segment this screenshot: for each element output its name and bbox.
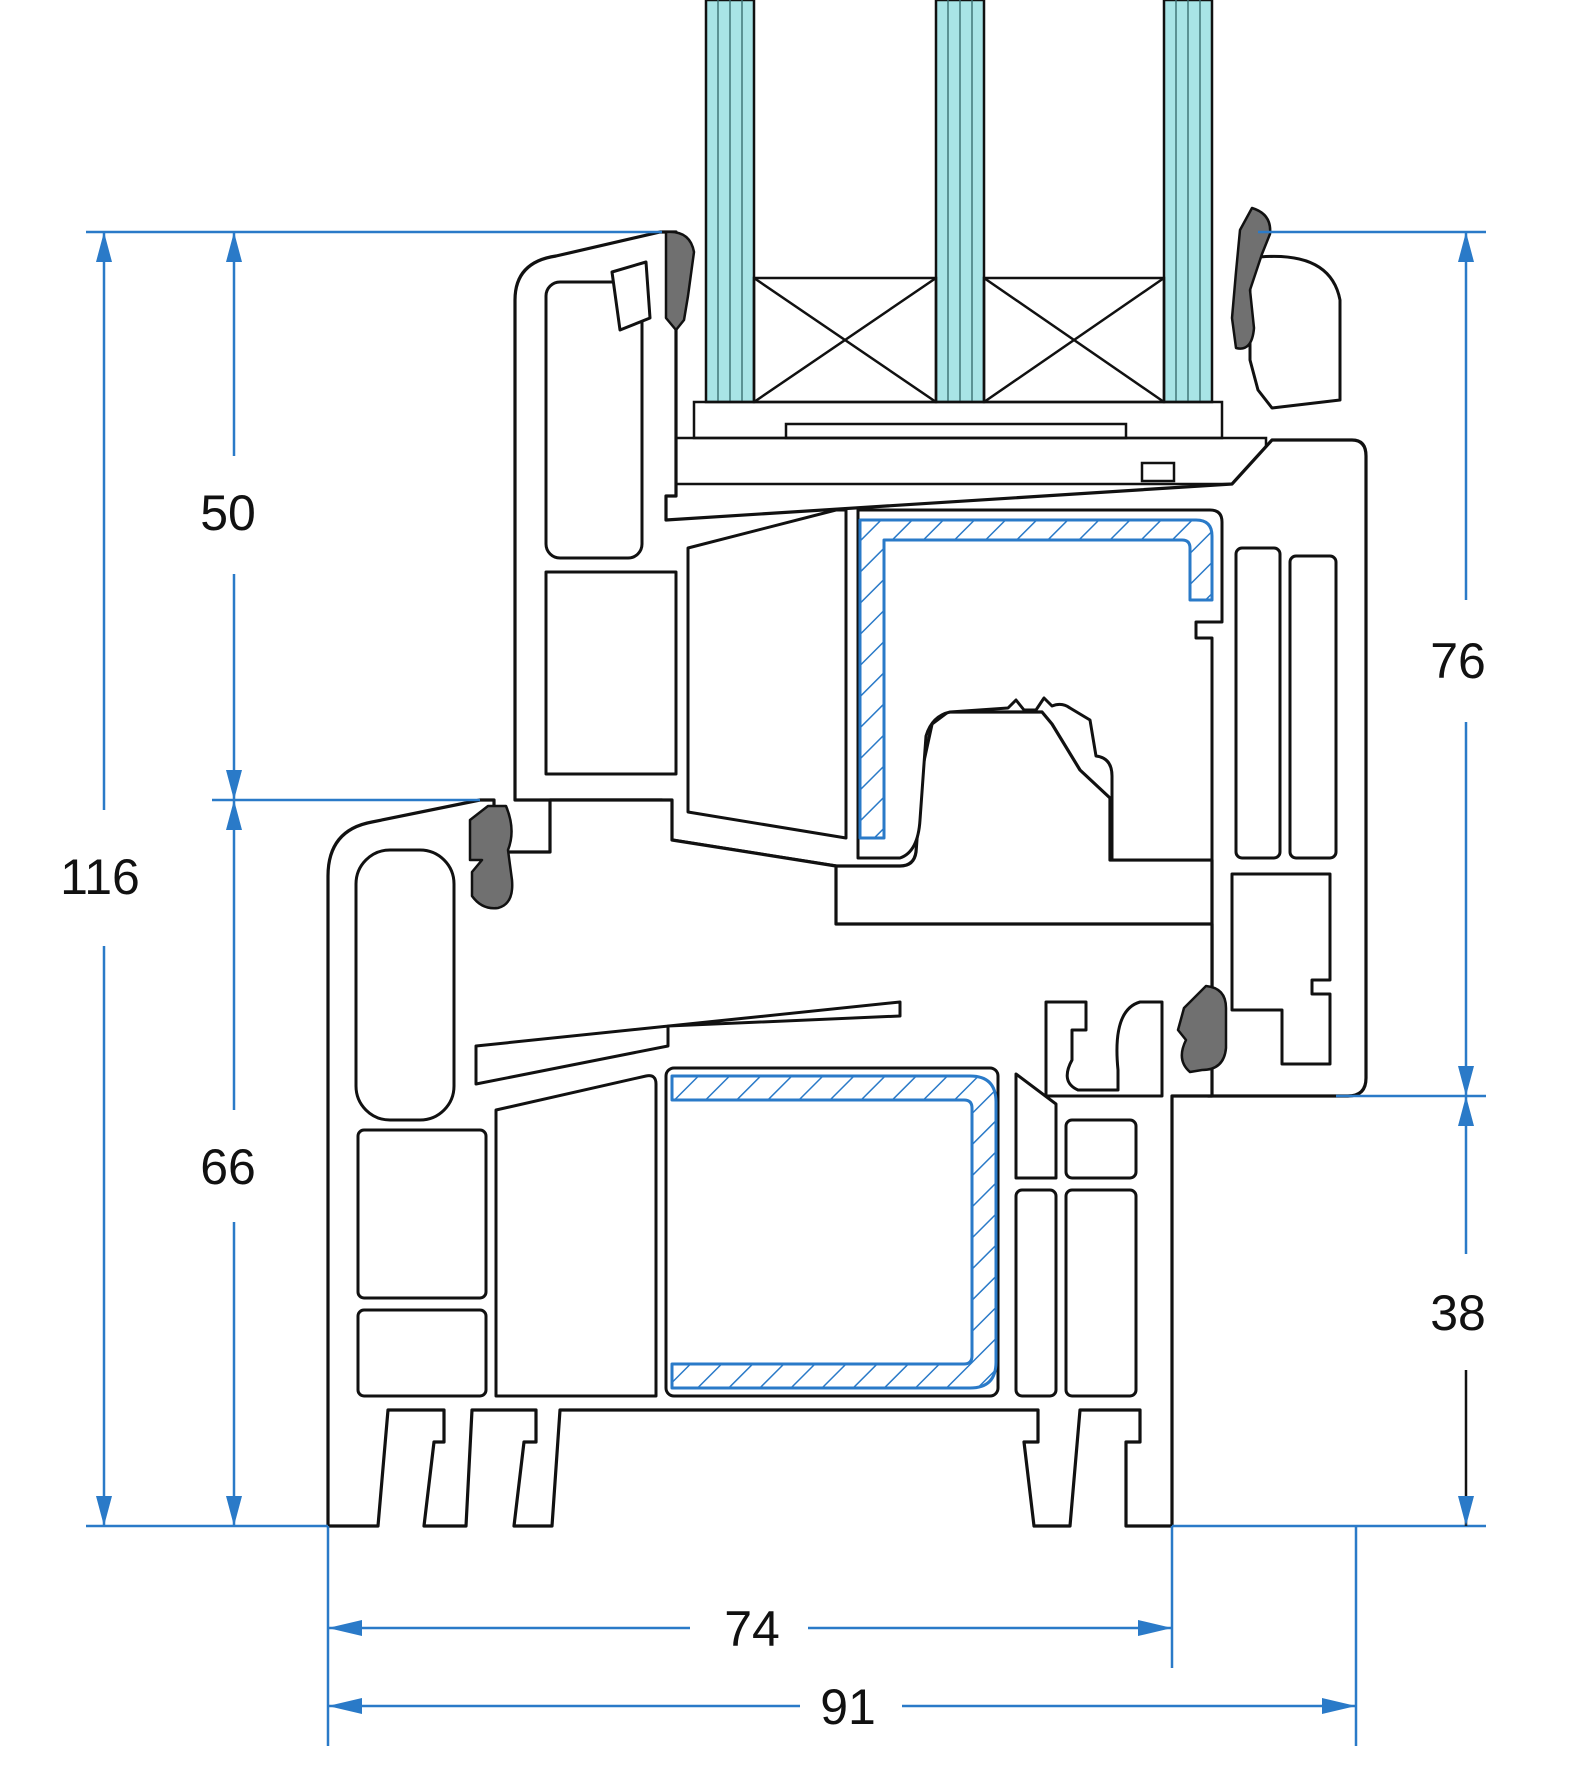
sash-chamber <box>544 280 644 560</box>
glass-pane-3 <box>1162 0 1214 404</box>
glazing-gasket-outer <box>664 230 696 332</box>
sash-chamber <box>544 570 678 776</box>
spacer-1 <box>752 276 938 404</box>
arrow-icon <box>1458 232 1474 262</box>
spacer-2 <box>982 276 1166 404</box>
glazing-gasket-inner <box>1230 206 1272 350</box>
frame-chamber <box>1064 1118 1138 1180</box>
dimension-label-total-width: 91 <box>820 1679 876 1735</box>
glass-pane-2 <box>934 0 986 404</box>
frame-steel-reinforcement <box>670 1074 998 1390</box>
arrow-icon <box>328 1620 362 1636</box>
frame-chamber <box>1044 1000 1164 1098</box>
sash-chamber <box>856 508 1224 862</box>
dimension-label-total-height: 116 <box>60 849 140 905</box>
arrow-icon <box>1458 1096 1474 1126</box>
sash-chamber <box>1288 554 1338 860</box>
glazing-unit <box>664 0 1268 486</box>
frame-chamber <box>664 1066 1000 1398</box>
arrow-icon <box>1322 1698 1356 1714</box>
dimension-labels: 116 50 66 76 38 74 91 <box>60 485 1486 1735</box>
sash-outer-gasket <box>468 804 514 910</box>
sash-chamber <box>1234 546 1282 860</box>
arrowheads <box>96 232 1474 1714</box>
frame-chamber <box>356 1308 488 1398</box>
frame-chamber <box>1014 1188 1058 1398</box>
arrow-icon <box>328 1698 362 1714</box>
frame-chamber <box>1014 1072 1058 1180</box>
sash-chamber <box>610 260 652 332</box>
arrow-icon <box>226 1496 242 1526</box>
arrow-icon <box>226 800 242 830</box>
frame-chamber <box>474 1000 902 1086</box>
sash-chamber <box>1248 254 1342 410</box>
glass-pane-1 <box>704 0 756 404</box>
sash-profile <box>513 230 1368 1098</box>
sash-chamber <box>686 508 848 840</box>
arrow-icon <box>1138 1620 1172 1636</box>
frame-chamber <box>354 848 456 1122</box>
arrow-icon <box>96 232 112 262</box>
dimension-label-sash-height: 50 <box>200 485 256 541</box>
frame-chamber <box>1064 1188 1138 1398</box>
gaskets <box>468 206 1272 1074</box>
arrow-icon <box>226 232 242 262</box>
dimension-label-right-upper: 76 <box>1430 633 1486 689</box>
frame-chamber <box>494 1074 658 1398</box>
frame-inner-gasket <box>1176 984 1228 1074</box>
glazing-block <box>664 400 1268 486</box>
dimension-label-frame-height: 66 <box>200 1139 256 1195</box>
arrow-icon <box>96 1496 112 1526</box>
frame-profile <box>326 798 1214 1528</box>
sash-steel-reinforcement <box>858 518 1214 840</box>
dimension-label-frame-width: 74 <box>724 1601 780 1657</box>
arrow-icon <box>1458 1496 1474 1526</box>
dimension-label-right-lower: 38 <box>1430 1285 1486 1341</box>
frame-chamber <box>356 1128 488 1300</box>
sash-chamber <box>1230 872 1332 1066</box>
arrow-icon <box>226 770 242 800</box>
arrow-icon <box>1458 1066 1474 1096</box>
